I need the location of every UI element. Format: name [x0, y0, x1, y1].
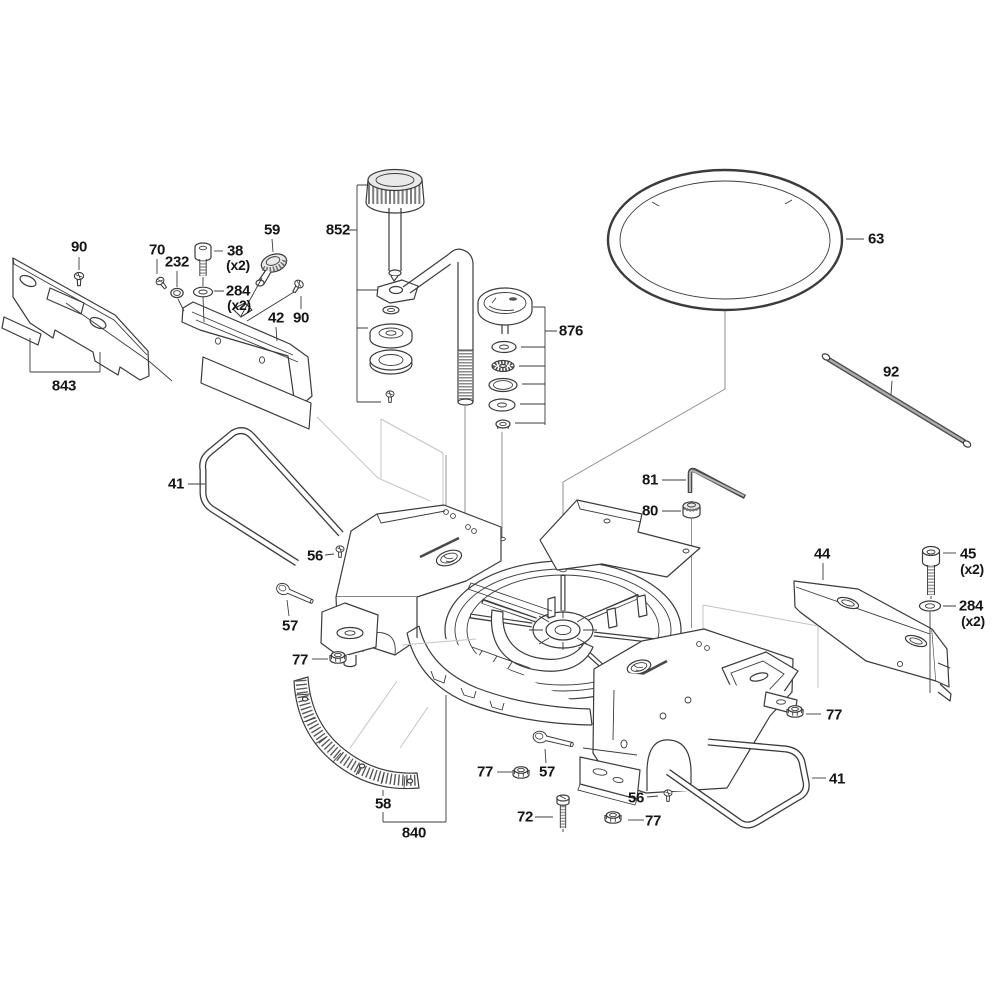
part-label-44: 44	[813, 545, 831, 563]
part-label-80: 80	[641, 502, 659, 520]
part-label-41-left: 41	[167, 475, 185, 493]
part-label-56-left: 56	[306, 547, 324, 565]
part-label-59: 59	[263, 221, 281, 239]
fence-44-drawing	[702, 563, 952, 702]
part-label-232: 232	[164, 253, 190, 271]
part-label-38-qty: (x2)	[226, 257, 250, 273]
fence-42-drawing	[181, 301, 444, 505]
part-label-58: 58	[374, 795, 392, 813]
bracket-840-lines	[382, 695, 447, 823]
part-label-852: 852	[325, 221, 351, 239]
extension-bar-41-left-drawing	[188, 427, 344, 566]
part-label-77-center-left: 77	[476, 763, 494, 781]
knob-59-drawing	[240, 238, 288, 317]
rear-mount-plate-drawing	[539, 499, 701, 578]
part-label-876: 876	[558, 322, 584, 340]
part-label-81: 81	[641, 471, 659, 489]
part-label-57-left: 57	[281, 617, 299, 635]
hex-key-81-drawing	[662, 467, 747, 500]
part-label-63: 63	[867, 230, 885, 248]
part-label-284-b-qty: (x2)	[961, 613, 985, 629]
part-label-77-left: 77	[291, 651, 309, 669]
part-label-90-a: 90	[70, 238, 88, 256]
part-label-843: 843	[51, 377, 77, 395]
knob-assembly-852-drawing	[348, 168, 506, 542]
bolt-45-drawing	[918, 545, 956, 693]
part-label-45-qty: (x2)	[960, 561, 984, 577]
kerf-plate-843-drawing	[1, 257, 173, 382]
part-label-56-bottom: 56	[627, 789, 645, 807]
part-label-41-right: 41	[828, 770, 846, 788]
part-label-70: 70	[148, 241, 166, 259]
part-label-92: 92	[882, 363, 900, 381]
rod-92-drawing	[821, 353, 972, 448]
base-hardware-drawing	[274, 545, 821, 832]
part-label-57-center: 57	[538, 763, 556, 781]
part-label-77-right: 77	[825, 706, 843, 724]
washer-stack-876-drawing	[477, 287, 557, 430]
cap-nut-80-drawing	[662, 501, 701, 628]
part-label-90-b: 90	[292, 309, 310, 327]
part-label-42: 42	[267, 309, 285, 327]
part-label-284-b: 284	[958, 597, 984, 615]
base-left-wing-drawing	[320, 504, 502, 668]
angle-scale-58-drawing	[293, 638, 477, 796]
part-label-284-a: 284	[225, 282, 251, 300]
part-label-840: 840	[401, 824, 427, 842]
part-label-38: 38	[226, 242, 244, 260]
extension-bar-41-right-drawing	[665, 738, 826, 829]
part-label-45: 45	[959, 545, 977, 563]
part-label-72: 72	[516, 808, 534, 826]
part-label-77-bottom: 77	[644, 812, 662, 830]
fence-42-hardware-drawing	[73, 238, 306, 342]
part-label-284-a-qty: (x2)	[227, 297, 251, 313]
base-right-wing-drawing	[577, 628, 799, 806]
